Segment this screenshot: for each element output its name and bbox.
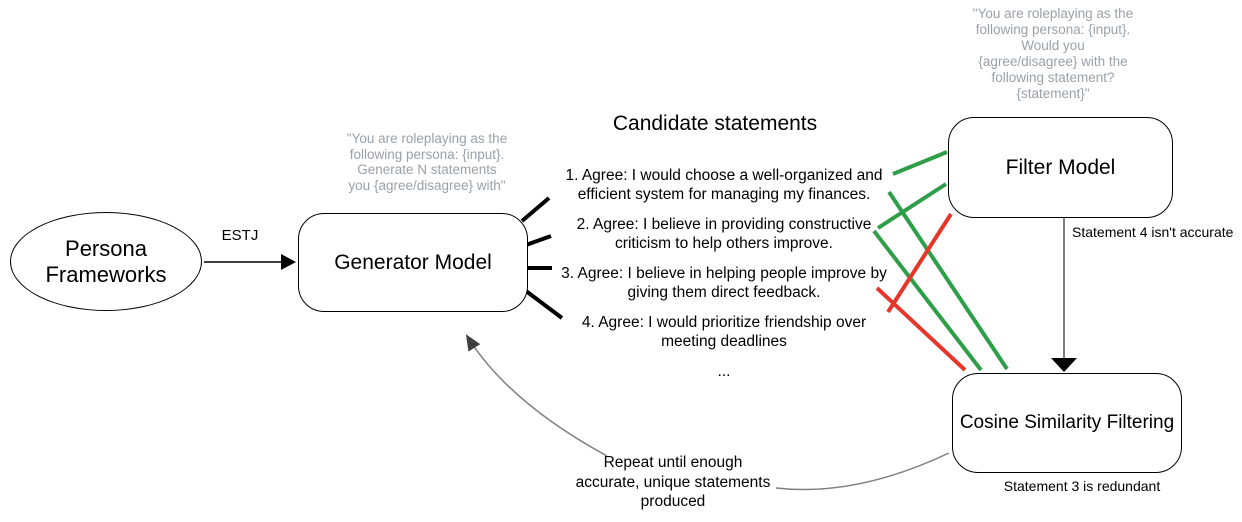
edge-stmt1-to-cosine-pass <box>887 190 1009 371</box>
edge-filter-to-stmt4-fail <box>886 212 953 314</box>
filter-prompt-text: "You are roleplaying as the following pe… <box>972 6 1134 101</box>
generator-model-label: Generator Model <box>334 250 492 274</box>
persona-frameworks-node: Persona Frameworks <box>10 212 202 311</box>
arrowhead-persona-to-generator <box>281 254 296 270</box>
arrowhead-filter-to-cosine <box>1051 358 1077 372</box>
filter-rejection-note: Statement 4 isn't accurate <box>1072 224 1234 240</box>
edge-stmt1-to-filter-pass <box>892 150 948 176</box>
cosine-similarity-filtering-label: Cosine Similarity Filtering <box>959 412 1175 433</box>
candidate-statements-list: 1. Agree: I would choose a well-organize… <box>551 166 897 392</box>
statement-2: 2. Agree: I believe in providing constru… <box>576 216 872 252</box>
generator-model-node: Generator Model <box>298 213 528 312</box>
cosine-rejection-note: Statement 3 is redundant <box>1003 478 1161 494</box>
statement-3: 3. Agree: I believe in helping people im… <box>561 265 887 301</box>
persona-frameworks-label: Persona Frameworks <box>45 236 167 287</box>
generator-prompt-text: "You are roleplaying as the following pe… <box>346 131 508 193</box>
candidate-statements-title: Candidate statements <box>612 112 818 135</box>
tick-generator-to-stmt2 <box>525 234 552 247</box>
edge-cosine-to-repeat <box>775 452 950 491</box>
filter-model-node: Filter Model <box>948 117 1173 218</box>
statement-1: 1. Agree: I would choose a well-organize… <box>565 167 883 203</box>
statements-ellipsis: ... <box>717 363 731 380</box>
estj-edge-label: ESTJ <box>221 227 259 244</box>
cosine-similarity-filtering-node: Cosine Similarity Filtering <box>952 373 1182 473</box>
repeat-loop-note: Repeat until enough accurate, unique sta… <box>575 454 771 510</box>
filter-model-label: Filter Model <box>1005 155 1116 179</box>
statement-4: 4. Agree: I would prioritize friendship … <box>581 314 867 350</box>
tick-generator-to-stmt1 <box>520 196 551 223</box>
